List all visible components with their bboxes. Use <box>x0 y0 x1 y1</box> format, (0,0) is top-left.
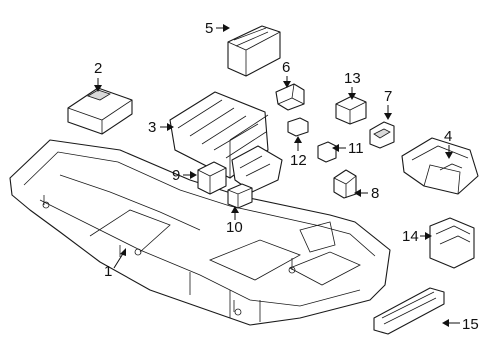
callout-2: 2 <box>94 60 102 92</box>
part-3-fuse-block <box>169 91 283 193</box>
callout-9: 9 <box>172 167 197 184</box>
svg-text:14: 14 <box>402 228 419 245</box>
svg-text:8: 8 <box>371 185 379 202</box>
part-7-connector <box>369 121 395 149</box>
part-4-housing <box>401 137 479 195</box>
svg-text:10: 10 <box>226 219 243 236</box>
part-10-relay <box>227 183 253 209</box>
callout-6: 6 <box>282 59 291 88</box>
callout-4: 4 <box>444 128 453 159</box>
callout-15: 15 <box>442 316 479 333</box>
part-13-connector <box>335 95 367 125</box>
callout-10: 10 <box>226 206 243 236</box>
part-11-fuse <box>317 141 337 163</box>
svg-text:13: 13 <box>344 70 361 87</box>
svg-text:4: 4 <box>444 128 452 145</box>
svg-text:3: 3 <box>148 119 156 136</box>
part-15-strip <box>373 287 445 335</box>
svg-text:9: 9 <box>172 167 180 184</box>
callout-1: 1 <box>104 248 126 280</box>
part-1-tray <box>9 139 391 326</box>
part-12-fuse <box>287 117 309 137</box>
callout-14: 14 <box>402 228 432 245</box>
svg-text:11: 11 <box>348 140 364 157</box>
svg-text:6: 6 <box>282 59 290 76</box>
callout-13: 13 <box>344 70 361 100</box>
svg-text:12: 12 <box>290 152 307 169</box>
part-9-relay <box>197 161 227 195</box>
svg-text:7: 7 <box>384 88 392 105</box>
callout-7: 7 <box>384 88 392 120</box>
svg-text:15: 15 <box>462 316 479 333</box>
part-14-connector <box>429 217 475 269</box>
part-8-connector <box>333 169 357 199</box>
callout-5: 5 <box>205 20 230 37</box>
svg-text:1: 1 <box>104 263 112 280</box>
svg-text:2: 2 <box>94 60 102 77</box>
part-6-bracket <box>275 83 305 111</box>
part-5-module <box>227 25 281 77</box>
callout-8: 8 <box>354 185 379 202</box>
callout-11: 11 <box>332 140 364 157</box>
callout-3: 3 <box>148 119 174 136</box>
part-2-module <box>67 87 133 135</box>
svg-text:5: 5 <box>205 20 213 37</box>
callout-12: 12 <box>290 136 307 169</box>
